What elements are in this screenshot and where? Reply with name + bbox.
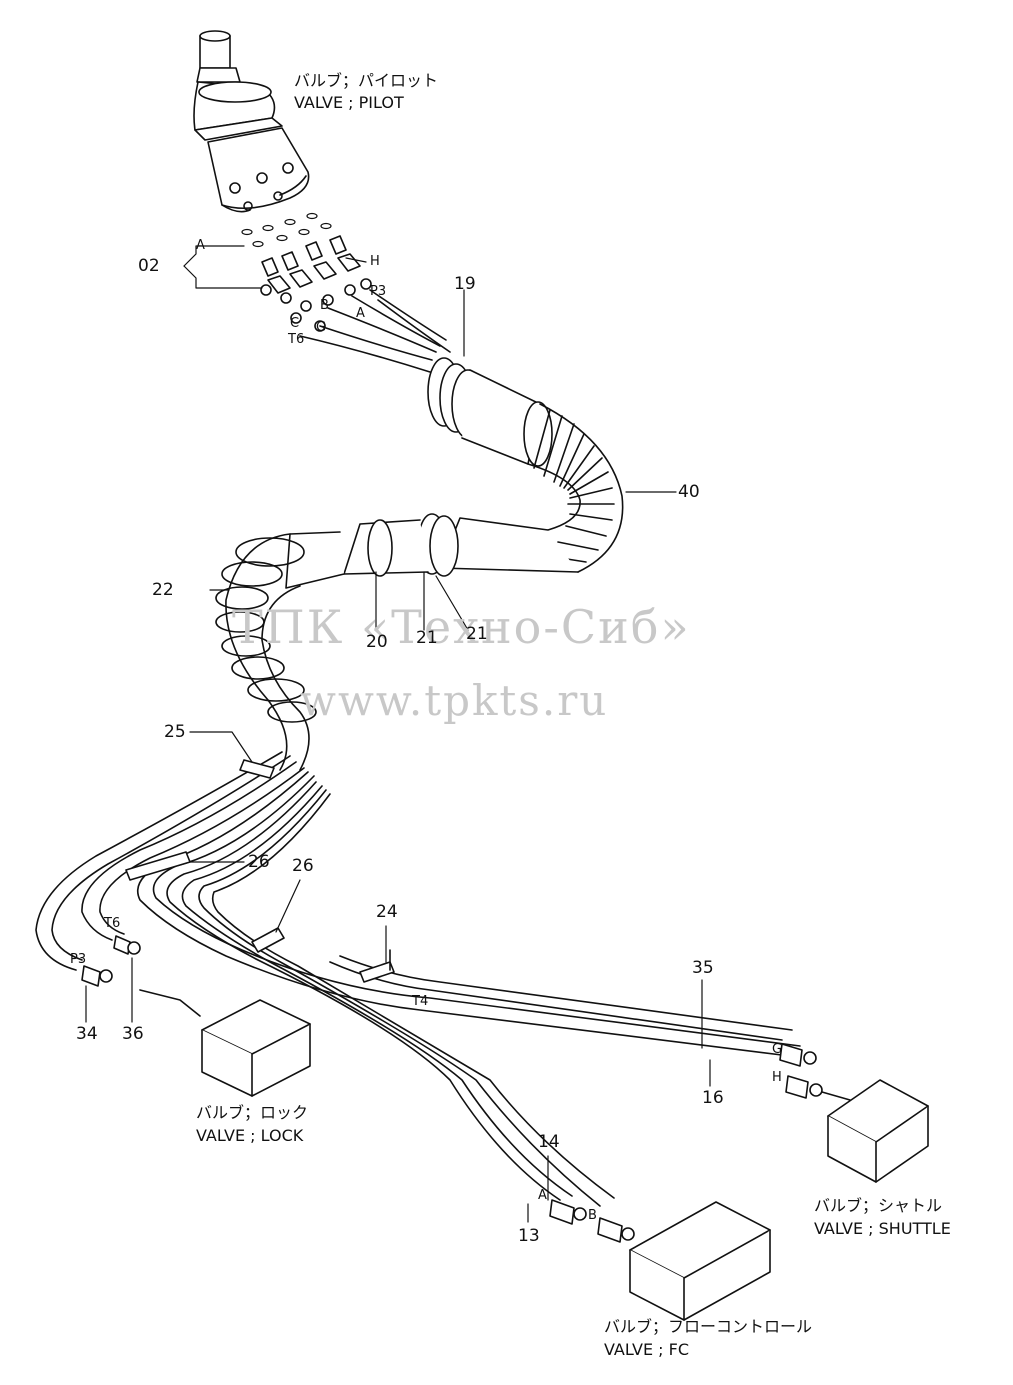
port-label-h-top: H xyxy=(370,254,380,269)
fc-valve xyxy=(549,1199,771,1321)
part-number-13: 13 xyxy=(518,1226,540,1246)
part-number-26-right: 26 xyxy=(292,856,314,876)
part-number-21-left: 21 xyxy=(416,628,438,648)
spiral-wrap xyxy=(215,533,317,771)
port-label-t6-top: T6 xyxy=(288,332,305,347)
caption-fc-jp: バルブ；フローコントロール xyxy=(604,1317,813,1336)
part-number-24: 24 xyxy=(376,902,398,922)
part-number-14: 14 xyxy=(538,1132,560,1152)
port-label-a-fc: A xyxy=(538,1188,547,1203)
port-label-p3-bottom: P3 xyxy=(70,952,87,967)
port-label-b-fc: B xyxy=(588,1208,597,1223)
part-number-16: 16 xyxy=(702,1088,724,1108)
leader-lines xyxy=(85,245,711,1223)
port-label-g-top: G xyxy=(316,320,327,335)
watermark-company: ТПК «Техно-Сиб» xyxy=(232,600,691,654)
part-number-35: 35 xyxy=(692,958,714,978)
part-number-25: 25 xyxy=(164,722,186,742)
caption-pilot-en: VALVE ; PILOT xyxy=(294,93,404,112)
pilot-valve-body xyxy=(193,30,310,213)
lock-valve-fittings xyxy=(81,935,141,987)
caption-shuttle-en: VALVE ; SHUTTLE xyxy=(814,1219,951,1238)
port-label-c-top: C xyxy=(290,316,300,331)
part-number-02: 02 xyxy=(138,256,160,276)
part-number-26-left: 26 xyxy=(248,852,270,872)
protector-sleeve xyxy=(427,357,553,467)
port-label-t4: T4 xyxy=(412,994,429,1009)
port-label-h-shuttle: H xyxy=(772,1070,782,1085)
elbow-fittings xyxy=(260,235,372,332)
part-number-22: 22 xyxy=(152,580,174,600)
port-label-a-mid: A xyxy=(356,306,365,321)
o-rings xyxy=(241,212,332,248)
watermark-url: www.tpkts.ru xyxy=(300,676,609,725)
port-label-a-top: A xyxy=(196,238,205,253)
upper-hose-bundle xyxy=(299,289,451,373)
lower-hose-bundle xyxy=(35,751,801,1207)
port-label-g-shuttle: G xyxy=(772,1042,783,1057)
part-number-36: 36 xyxy=(122,1024,144,1044)
caption-lock-jp: バルブ；ロック xyxy=(196,1103,309,1122)
part-number-19: 19 xyxy=(454,274,476,294)
caption-fc-en: VALVE ; FC xyxy=(604,1340,690,1359)
caption-lock-en: VALVE ; LOCK xyxy=(196,1126,304,1145)
shuttle-valve xyxy=(779,1043,929,1183)
part-number-20: 20 xyxy=(366,632,388,652)
lock-valve-box xyxy=(139,989,311,1097)
part-number-40: 40 xyxy=(678,482,700,502)
part-number-21-right: 21 xyxy=(466,624,488,644)
caption-shuttle-jp: バルブ；シャトル xyxy=(814,1196,943,1215)
port-label-t6-bottom: T6 xyxy=(104,916,121,931)
port-label-p3-top: P3 xyxy=(370,284,387,299)
port-label-b-top: B xyxy=(320,298,329,313)
lower-sleeve xyxy=(285,513,579,589)
hose-clamps xyxy=(125,759,395,983)
corrugated-tube xyxy=(527,403,624,573)
caption-pilot-jp: バルブ；パイロット xyxy=(294,71,439,90)
part-number-34: 34 xyxy=(76,1024,98,1044)
